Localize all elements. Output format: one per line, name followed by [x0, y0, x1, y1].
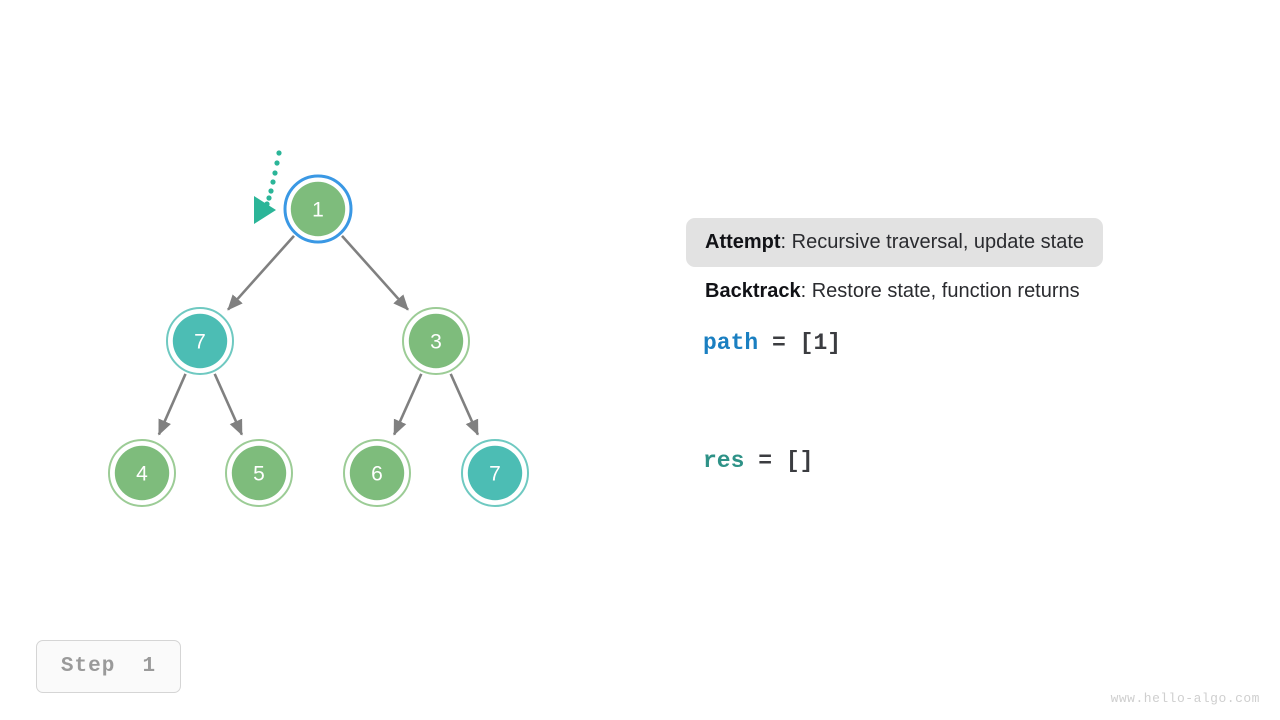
- node-disc: [290, 181, 346, 237]
- attempt-description: : Recursive traversal, update state: [780, 231, 1085, 253]
- path-variable-name: path: [703, 330, 759, 356]
- res-variable-value: []: [785, 448, 814, 474]
- tree-node-4-n4[interactable]: 4: [108, 439, 176, 507]
- tree-edge: [227, 234, 295, 311]
- pointer-dot: [276, 150, 282, 156]
- node-value-label: 3: [430, 331, 442, 354]
- attempt-row-wrapper: Attempt: Recursive traversal, update sta…: [686, 218, 1246, 267]
- node-value-label: 6: [371, 463, 383, 486]
- tree-node-7-n2[interactable]: 7: [166, 307, 234, 375]
- node-ring: [283, 174, 353, 244]
- pointer-dot: [270, 179, 276, 185]
- tree-edge: [392, 373, 423, 436]
- pointer-dot: [274, 160, 280, 166]
- tree-node-5-n5[interactable]: 5: [225, 439, 293, 507]
- node-disc: [114, 445, 170, 501]
- tree-node-7-n7[interactable]: 7: [461, 439, 529, 507]
- pointer-dot: [272, 170, 278, 176]
- backtrack-label: Backtrack: [705, 280, 801, 302]
- tree-node-3-n3[interactable]: 3: [402, 307, 470, 375]
- node-value-label: 7: [194, 331, 206, 354]
- res-variable-separator: =: [744, 448, 786, 474]
- node-ring-gap: [287, 178, 349, 240]
- tree-svg: 1 7 3 4 5 6 7: [108, 150, 529, 507]
- node-ring: [343, 439, 411, 507]
- node-ring-gap: [346, 442, 408, 504]
- attempt-label: Attempt: [705, 231, 781, 253]
- path-variable-separator: =: [758, 330, 800, 356]
- node-value-label: 5: [253, 463, 265, 486]
- node-ring: [402, 307, 470, 375]
- node-ring-gap: [464, 442, 526, 504]
- node-disc: [231, 445, 287, 501]
- node-value-label: 7: [489, 463, 501, 486]
- edge-layer: [157, 234, 480, 436]
- pointer-arrowhead-icon: [254, 196, 276, 224]
- pointer-layer: [254, 150, 282, 224]
- site-watermark: www.hello-algo.com: [1110, 691, 1260, 706]
- tree-node-6-n6[interactable]: 6: [343, 439, 411, 507]
- attempt-highlight-box: Attempt: Recursive traversal, update sta…: [686, 218, 1104, 267]
- tree-edge: [449, 373, 480, 436]
- node-layer: 1 7 3 4 5 6 7: [108, 174, 529, 507]
- recursion-pointer: [254, 150, 282, 224]
- backtrack-row: Backtrack: Restore state, function retur…: [686, 267, 1246, 301]
- node-value-label: 4: [136, 463, 148, 486]
- tree-edge: [157, 373, 187, 436]
- node-ring-gap: [405, 310, 467, 372]
- tree-node-1-n1[interactable]: 1: [283, 174, 353, 244]
- pointer-dot: [268, 188, 274, 194]
- node-disc: [408, 313, 464, 369]
- res-variable-row: res = []: [703, 450, 813, 473]
- binary-tree-diagram: 1 7 3 4 5 6 7: [108, 150, 529, 507]
- tree-edge: [341, 234, 409, 311]
- node-ring-gap: [228, 442, 290, 504]
- node-disc: [349, 445, 405, 501]
- node-disc: [172, 313, 228, 369]
- pointer-dot: [266, 195, 272, 201]
- legend-panel: Attempt: Recursive traversal, update sta…: [686, 218, 1246, 301]
- node-disc: [467, 445, 523, 501]
- backtrack-description: : Restore state, function returns: [800, 280, 1080, 302]
- step-badge: Step 1: [36, 640, 181, 693]
- node-ring: [225, 439, 293, 507]
- node-ring: [108, 439, 176, 507]
- step-badge-label: Step 1: [60, 655, 157, 678]
- node-ring-gap: [169, 310, 231, 372]
- path-variable-row: path = [1]: [703, 332, 841, 355]
- node-ring-gap: [111, 442, 173, 504]
- node-ring: [461, 439, 529, 507]
- node-ring: [166, 307, 234, 375]
- tree-edge: [213, 373, 244, 436]
- res-variable-name: res: [703, 448, 745, 474]
- path-variable-value: [1]: [799, 330, 842, 356]
- node-value-label: 1: [312, 199, 324, 222]
